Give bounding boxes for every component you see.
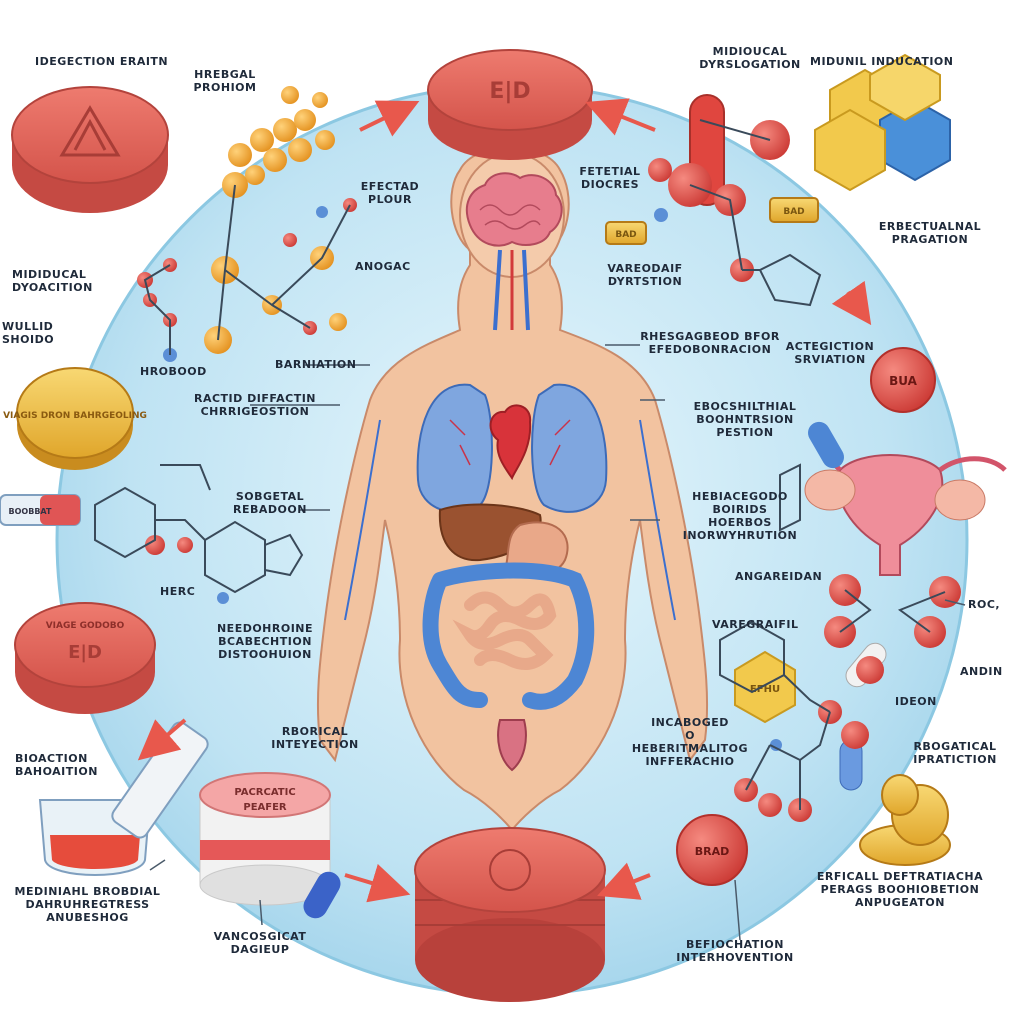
label-12: BARNIATION bbox=[275, 358, 357, 371]
red-ball-bottom: BRAD bbox=[676, 814, 748, 886]
label-06: FETETIAL DIOCRES bbox=[579, 165, 641, 191]
label-01: IDEGECTION ERAITN bbox=[35, 55, 169, 68]
brain bbox=[465, 172, 563, 247]
label-29: RBOGATICAL IPRATICTION bbox=[913, 740, 997, 766]
hexagon-text: EFHU bbox=[750, 684, 780, 695]
red-ball-bottom-text: BRAD bbox=[695, 845, 730, 858]
label-25: ANDIN bbox=[960, 665, 1003, 678]
jar-label-2: PEAFER bbox=[243, 802, 287, 813]
jar-label-1: PACRCATIC bbox=[234, 787, 295, 798]
label-27: RBORICAL INTEYECTION bbox=[271, 725, 359, 751]
label-30: BIOACTION BAHOAITION bbox=[15, 752, 98, 778]
red-ball-right: BUA bbox=[870, 347, 936, 413]
top-left-tablet bbox=[11, 86, 169, 213]
small-gold-text: BAD bbox=[615, 230, 636, 240]
pointer-lines bbox=[149, 344, 966, 941]
label-17: EBOCSHILTHIAL BOOHNTRSION PESTION bbox=[693, 400, 797, 439]
gold-tablet-text: VIAGIS DRON BAHRGEOLING bbox=[3, 411, 147, 421]
right-lung bbox=[531, 383, 608, 513]
hexagon-cluster bbox=[814, 53, 951, 192]
label-24: ROC, bbox=[968, 598, 1001, 611]
left-tablet-mark: E|D bbox=[68, 642, 102, 663]
small-intestine bbox=[452, 591, 557, 670]
left-test-tube: BOOBBAT bbox=[0, 494, 81, 526]
human-body bbox=[316, 146, 709, 832]
label-02: HREBGAL PROHIOM bbox=[193, 68, 257, 94]
molecule-balls-orange bbox=[204, 86, 347, 354]
small-gold-chips: BAD BAD bbox=[605, 197, 819, 245]
label-31: MEDINIAHL BROBDIAL DAHRUHREGTRESS ANUBES… bbox=[14, 885, 161, 924]
arrow-3 bbox=[831, 280, 872, 326]
heart bbox=[489, 404, 532, 481]
left-gold-tablet: VIAGIS DRON BAHRGEOLING bbox=[3, 367, 147, 470]
small-orange-text: BAD bbox=[783, 207, 804, 217]
label-16: RACTID DIFFACTIN CHRRIGEOSTION bbox=[194, 392, 316, 418]
label-14: RHESGAGBEOD BFOR EFEDOBONRACION bbox=[640, 330, 780, 356]
reproductive-organ bbox=[804, 423, 1007, 576]
bladder bbox=[497, 719, 527, 772]
molecule-bonds bbox=[94, 119, 946, 810]
label-18: SOBGETAL REBADOON bbox=[233, 490, 307, 516]
label-33: BEFIOCHATION INTERHOVENTION bbox=[676, 938, 794, 964]
label-19: HEBIACEGODO BOIRIDS HOERBOS INORWYHRUTIO… bbox=[682, 490, 798, 542]
label-11: WULLID SHOIDO bbox=[2, 320, 55, 346]
label-04: MIDUNIL INDUCATION bbox=[810, 55, 954, 68]
label-26: IDEON bbox=[895, 695, 937, 708]
gold-tablets bbox=[859, 774, 951, 866]
top-tablet-mark: E|D bbox=[489, 79, 530, 104]
left-middle-tablet: VIAGE GODOBO E|D bbox=[14, 602, 156, 714]
tube-text: BOOBBAT bbox=[9, 507, 52, 516]
label-05: EFECTAD PLOUR bbox=[360, 180, 420, 206]
label-09: ANOGAC bbox=[355, 260, 411, 273]
label-07: ERBECTUALNAL PRAGATION bbox=[878, 220, 982, 246]
label-15: ACTEGICTION SRVIATION bbox=[785, 340, 875, 366]
hexagon-label: EFHU bbox=[734, 650, 796, 724]
label-23: VAREGRAIFIL bbox=[712, 618, 799, 631]
label-28: INCABOGED O HEBERITMALITOG INFFERACHIO bbox=[631, 716, 749, 768]
label-21: HERC bbox=[160, 585, 196, 598]
label-08: MIDIDUCAL DYOACITION bbox=[12, 268, 93, 294]
arrow-6 bbox=[137, 718, 187, 761]
label-20: ANGAREIDAN bbox=[735, 570, 823, 583]
red-jar: PACRCATIC PEAFER bbox=[199, 772, 331, 906]
top-center-tablet: E|D bbox=[427, 49, 593, 160]
large-intestine bbox=[422, 562, 595, 710]
label-03: MIDIOUCAL DYRSLOGATION bbox=[699, 45, 801, 71]
arrow-5 bbox=[597, 862, 651, 900]
bottom-center-tablet bbox=[414, 827, 606, 1002]
label-22: NEEDOHROINE BCABECHTION DISTOOHUION bbox=[216, 622, 314, 661]
arrow-2 bbox=[585, 98, 656, 136]
flow-arrows bbox=[137, 98, 872, 903]
left-tablet-text: VIAGE GODOBO bbox=[46, 621, 125, 631]
label-32: VANCOSGICAT DAGIEUP bbox=[213, 930, 307, 956]
arrow-4 bbox=[344, 863, 411, 903]
red-ball-right-text: BUA bbox=[889, 374, 918, 388]
label-10: VAREODAIF DYRTSTION bbox=[607, 262, 683, 288]
label-34: ERFICALL DEFTRATIACHA PERAGS BOOHIOBETIO… bbox=[816, 870, 984, 909]
arrow-1 bbox=[359, 100, 420, 137]
label-13: HROBOOD bbox=[140, 365, 207, 378]
syringe bbox=[111, 721, 209, 839]
